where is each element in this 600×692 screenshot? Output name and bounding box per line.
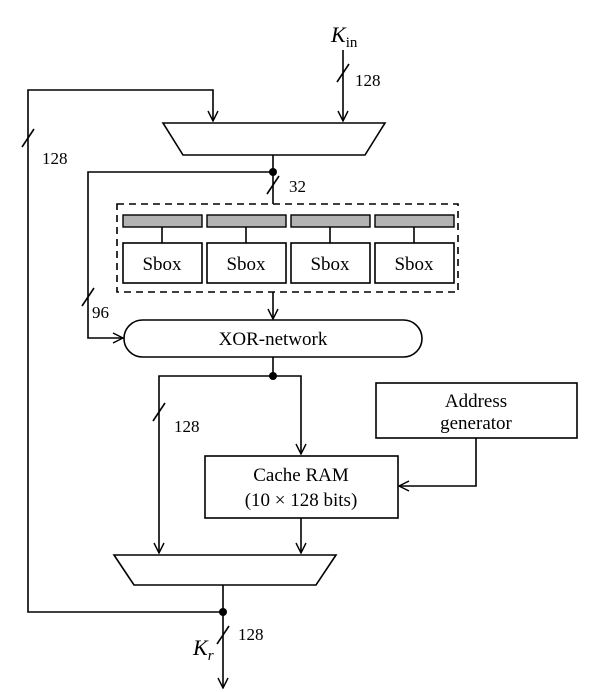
cache-bypass-width-label: 128 xyxy=(174,417,200,436)
sbox-array-frame xyxy=(116,203,459,293)
sbox-register-4 xyxy=(374,214,455,228)
xor-bypass-wire xyxy=(87,171,273,338)
key-in-label: Kin xyxy=(330,22,358,51)
key-in-width-label: 128 xyxy=(355,71,381,90)
cache-ram-label-line1: Cache RAM xyxy=(253,465,349,486)
sbox-unit-3: Sbox xyxy=(290,214,371,284)
feedback-loop-wire xyxy=(27,89,223,613)
key-in-subscript: in xyxy=(346,35,358,51)
sbox-input-width-tick xyxy=(266,175,280,195)
key-out-subscript: r xyxy=(208,648,214,664)
sbox-box-3 xyxy=(290,242,371,284)
sbox-unit-4: Sbox xyxy=(374,214,455,284)
key-out-width-label: 128 xyxy=(238,625,264,644)
key-out-width-tick xyxy=(216,625,230,645)
sbox-label-1: Sbox xyxy=(142,254,182,275)
address-generator-label-line2: generator xyxy=(440,413,512,434)
sbox-unit-1: Sbox xyxy=(122,214,203,284)
sbox-box-1 xyxy=(122,242,203,284)
cache-ram-label-line2: (10 × 128 bits) xyxy=(245,490,358,511)
key-out-label: Kr xyxy=(192,635,214,664)
sbox-label-3: Sbox xyxy=(310,254,350,275)
sbox-box-4 xyxy=(374,242,455,284)
sbox-label-4: Sbox xyxy=(394,254,434,275)
cache-ram-block xyxy=(204,455,399,519)
sbox-register-2 xyxy=(206,214,287,228)
address-generator-block xyxy=(375,382,578,439)
sbox-register-3 xyxy=(290,214,371,228)
sbox-input-width-label: 32 xyxy=(289,177,306,196)
sbox-register-1 xyxy=(122,214,203,228)
feedback-width-tick xyxy=(21,128,35,148)
cache-bypass-wire xyxy=(159,375,273,553)
cache-bypass-width-tick xyxy=(152,402,166,422)
sbox-box-2 xyxy=(206,242,287,284)
key-in-width-tick xyxy=(336,63,350,83)
address-generator-label-line1: Address xyxy=(445,391,507,412)
xor-bypass-width-tick xyxy=(81,287,95,307)
xor-bypass-width-label: 96 xyxy=(92,303,109,322)
top-multiplexer xyxy=(161,122,387,156)
sbox-unit-2: Sbox xyxy=(206,214,287,284)
cache-input-wire xyxy=(273,375,301,454)
sbox-label-2: Sbox xyxy=(226,254,266,275)
feedback-width-label: 128 xyxy=(42,149,68,168)
bottom-multiplexer xyxy=(112,554,338,586)
address-bus-wire xyxy=(399,438,477,486)
xor-network-label: XOR-network xyxy=(219,329,328,350)
